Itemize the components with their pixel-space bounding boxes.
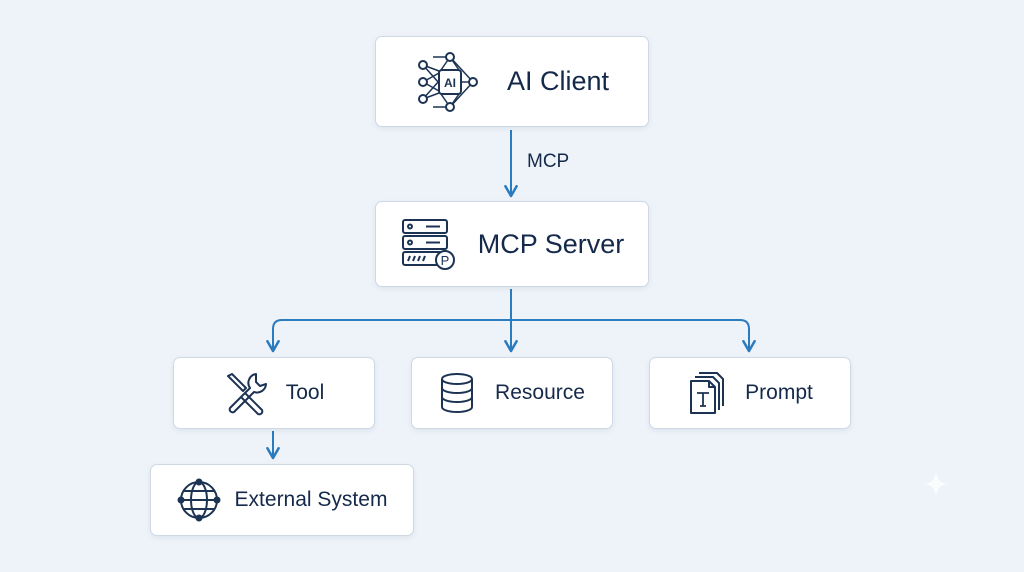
edge-label-mcp: MCP bbox=[527, 151, 570, 172]
node-label: Tool bbox=[285, 381, 325, 404]
node-label: External System bbox=[234, 488, 388, 511]
svg-text:P: P bbox=[440, 253, 449, 268]
node-tool[interactable]: Tool bbox=[173, 357, 375, 429]
wrench-screwdriver-icon bbox=[224, 370, 270, 416]
database-icon bbox=[439, 372, 475, 414]
globe-icon bbox=[177, 478, 221, 522]
node-ai-client[interactable]: AI AI Client bbox=[375, 36, 649, 127]
node-label: Resource bbox=[495, 381, 585, 404]
document-stack-icon bbox=[687, 370, 727, 416]
ai-network-icon: AI bbox=[415, 51, 485, 113]
node-mcp-server[interactable]: P MCP Server bbox=[375, 201, 649, 287]
sparkle-watermark-icon bbox=[924, 472, 948, 496]
node-label: AI Client bbox=[506, 66, 610, 96]
server-icon: P bbox=[400, 217, 458, 271]
svg-text:AI: AI bbox=[444, 76, 456, 90]
edge-mcp-server-tool bbox=[266, 319, 511, 353]
node-prompt[interactable]: Prompt bbox=[649, 357, 851, 429]
edge-mcp-server-prompt bbox=[511, 319, 756, 353]
node-external-system[interactable]: External System bbox=[150, 464, 414, 536]
node-resource[interactable]: Resource bbox=[411, 357, 613, 429]
node-label: MCP Server bbox=[477, 228, 625, 259]
node-label: Prompt bbox=[745, 381, 813, 404]
